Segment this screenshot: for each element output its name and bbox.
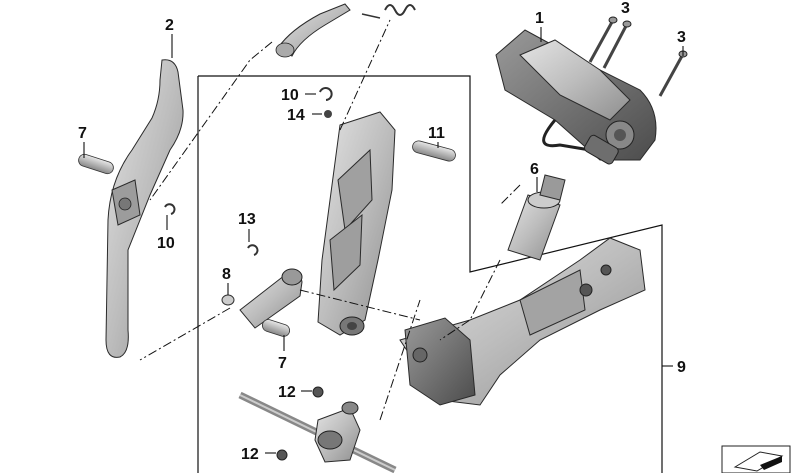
callout-1: 1: [535, 10, 544, 27]
guide-rail: [105, 59, 184, 358]
callout-9: 9: [677, 359, 686, 376]
mounting-screws: [588, 16, 688, 97]
callout-13: 13: [238, 211, 256, 228]
upper-arm: [275, 3, 351, 58]
callout-7b: 7: [278, 355, 287, 372]
mounting-bracket: [399, 237, 646, 406]
callout-12a: 12: [278, 384, 296, 401]
callout-7a: 7: [78, 125, 87, 142]
pins: [78, 140, 456, 337]
callout-3a: 3: [621, 0, 630, 17]
adjuster-arm: [239, 268, 303, 329]
callout-11: 11: [428, 125, 445, 142]
assembly-lines: [139, 19, 521, 421]
leader-lines: [83, 27, 684, 454]
callout-8: 8: [222, 266, 231, 283]
callout-10b: 10: [157, 235, 175, 252]
callout-12b: 12: [241, 446, 259, 463]
pedal-lever: [317, 111, 396, 336]
nuts: [276, 386, 324, 461]
sheet-icon: [721, 445, 791, 473]
shaft: [238, 391, 397, 473]
assembly-frame: [197, 75, 663, 473]
callout-labels: 2 1 3 3 6 7 7 8 9 10 10 11 12 12 13 14: [78, 0, 686, 463]
callout-2: 2: [165, 17, 174, 34]
callout-14: 14: [287, 107, 305, 124]
callout-10a: 10: [281, 87, 299, 104]
sensor-unit: [495, 29, 657, 165]
spring: [361, 4, 416, 19]
callout-3b: 3: [677, 29, 686, 46]
potentiometer-sleeve: [507, 174, 566, 261]
callout-6: 6: [530, 161, 539, 178]
clips: [164, 87, 333, 306]
